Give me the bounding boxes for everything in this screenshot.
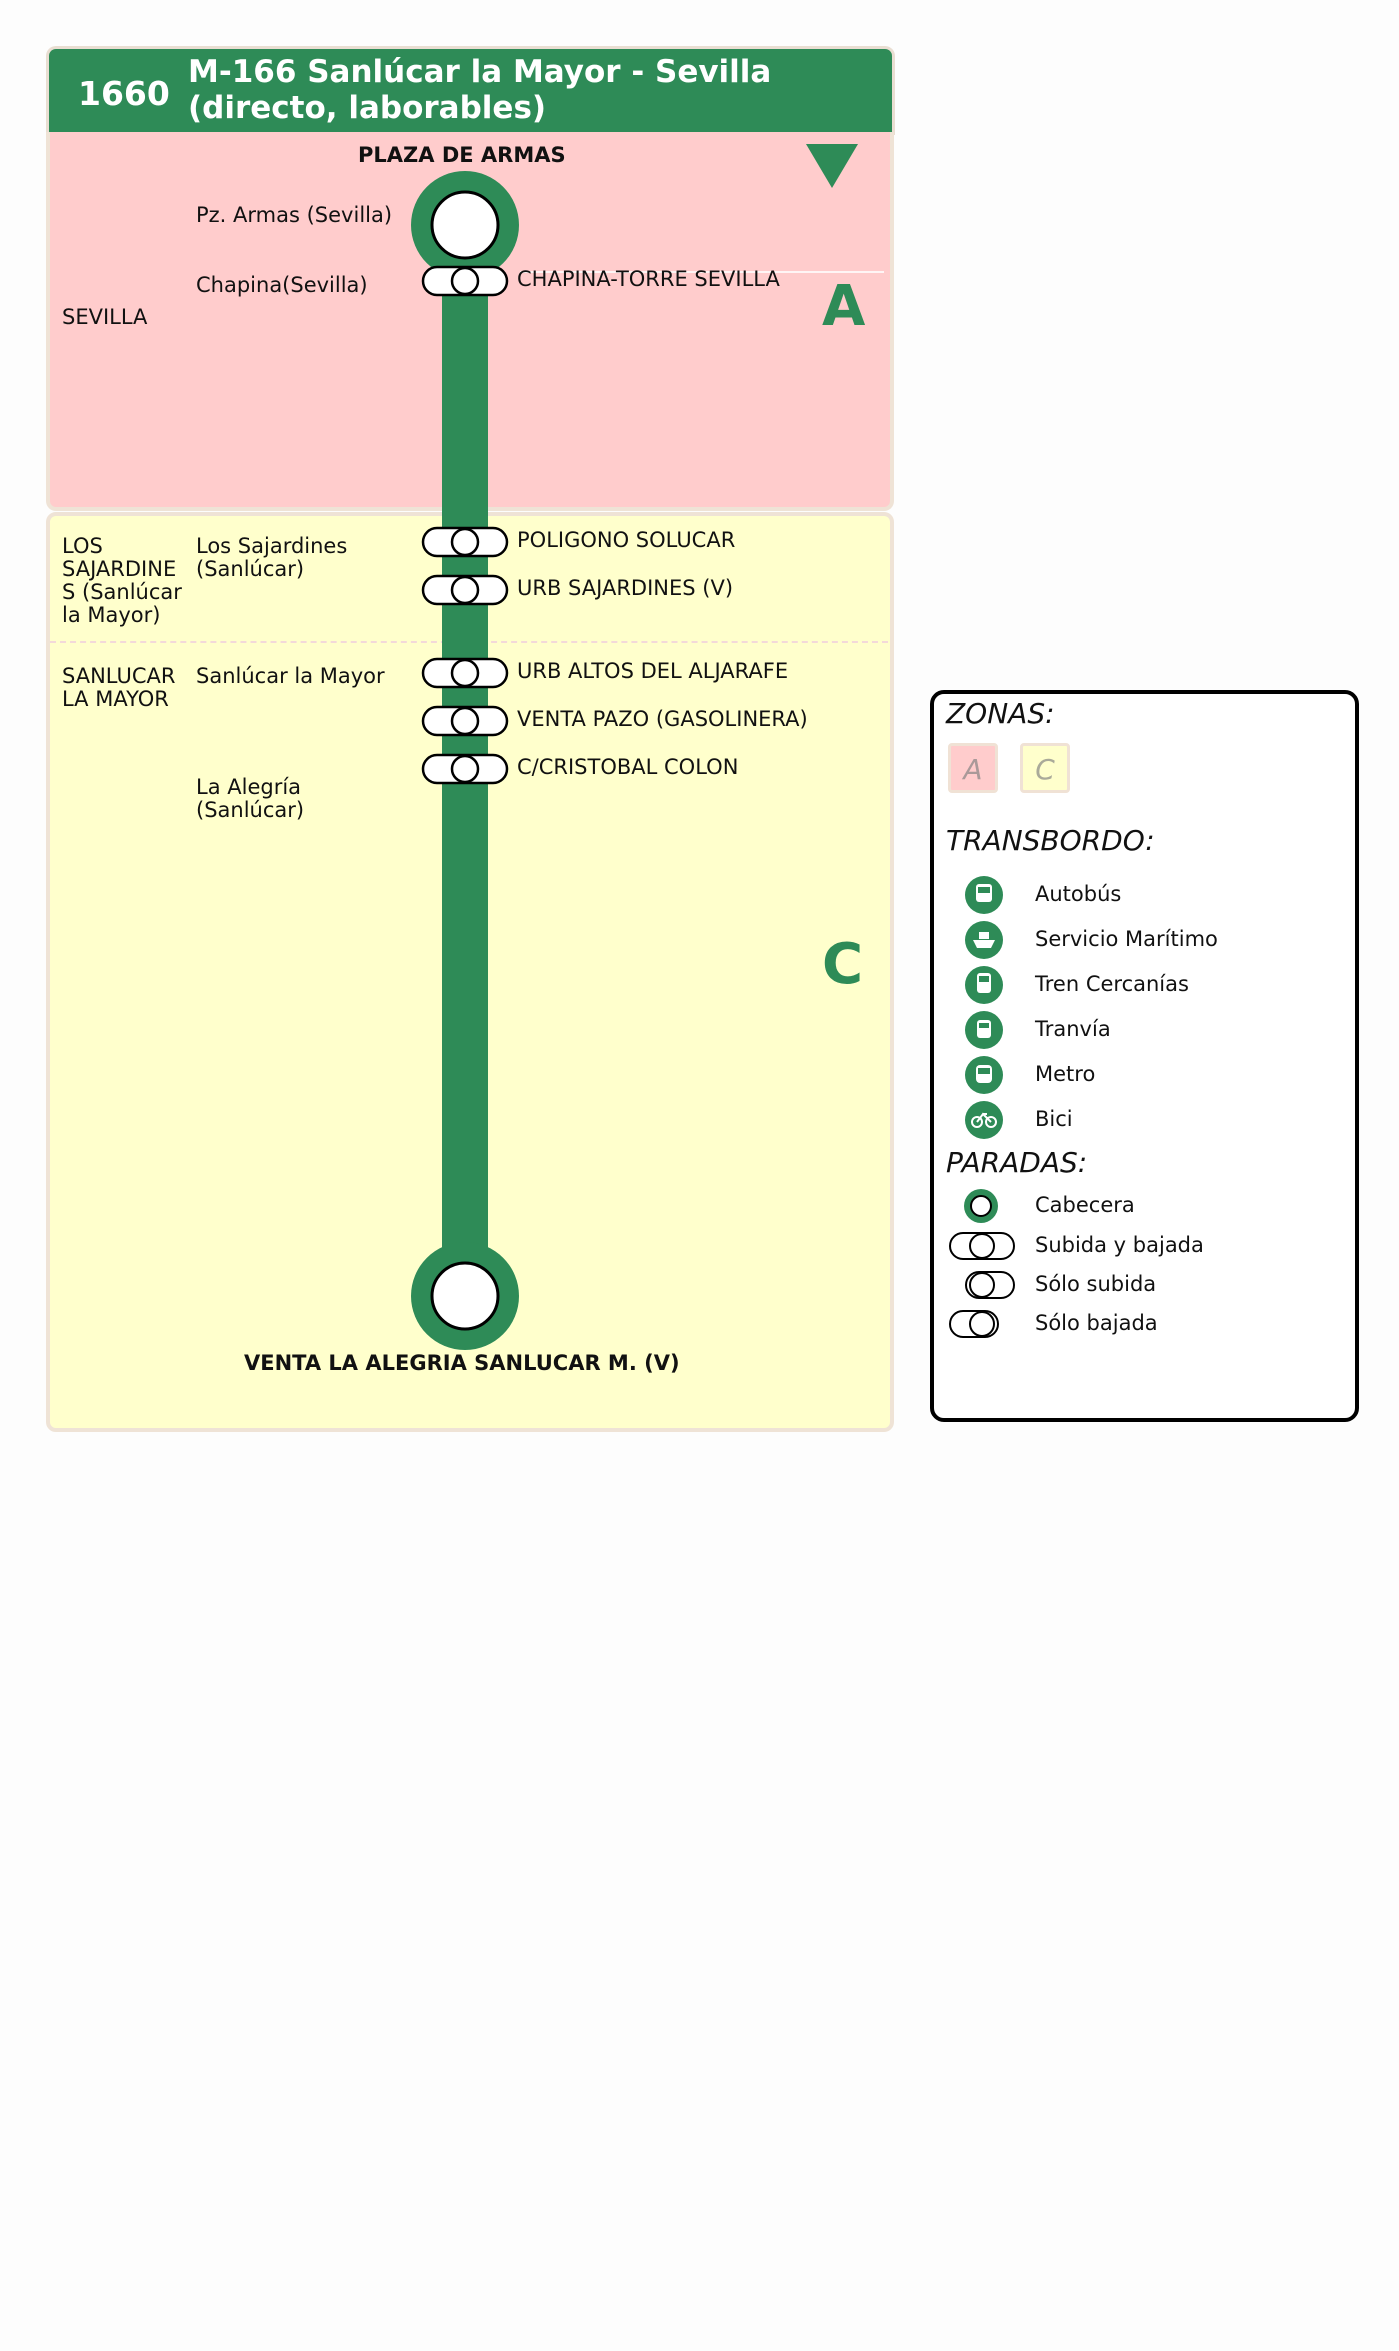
muni-line: la Mayor) [62,603,161,627]
legend-item-label: Tranvía [1035,1017,1111,1041]
muni-line: LOS [62,534,103,558]
muni-line: S (Sanlúcar [62,580,182,604]
legend-item-label: Tren Cercanías [1035,972,1189,996]
locality-los-sajardines: Los Sajardines (Sanlúcar) [196,535,347,581]
zone-a-separator [520,271,884,273]
locality-line: La Alegría [196,775,302,799]
locality-line: (Sanlúcar) [196,557,305,581]
stop-marker-icon [421,753,509,785]
bus-icon [964,875,1004,919]
stop-marker-icon [421,574,509,606]
legend-paradas-title: PARADAS: [946,1146,1088,1179]
down-triangle-icon [806,144,858,188]
muni-line: SAJARDINE [62,557,177,581]
stop-name: POLIGONO SOLUCAR [517,528,736,552]
municipality-sevilla: SEVILLA [62,305,148,329]
stop-name: C/CRISTOBAL COLON [517,755,739,779]
municipality-sanlucar: SANLUCAR LA MAYOR [62,665,175,711]
legend-item-label: Subida y bajada [1035,1233,1204,1257]
ferry-icon [964,920,1004,964]
legend-panel [930,690,1359,1422]
legend-item-label: Autobús [1035,882,1122,906]
legend-item-label: Sólo subida [1035,1272,1157,1296]
locality-pz-armas: Pz. Armas (Sevilla) [196,203,393,227]
legend-zonas-title: ZONAS: [946,697,1055,730]
legend-item-label: Servicio Marítimo [1035,927,1218,951]
legend-item-label: Sólo bajada [1035,1311,1158,1335]
route-number: 1660 [78,74,170,113]
stop-name: CHAPINA-TORRE SEVILLA [517,267,780,291]
stop-marker-icon [421,705,509,737]
legend-transbordo-title: TRANSBORDO: [946,824,1155,857]
boarding-only-icon [948,1265,1018,1309]
legend-zone-c: C [1020,743,1070,793]
locality-line: Los Sajardines [196,534,348,558]
legend-zone-a: A [948,743,998,793]
boarding-alighting-icon [948,1226,1018,1270]
destination-terminal-label: VENTA LA ALEGRIA SANLUCAR M. (V) [244,1351,680,1375]
legend-item-label: Cabecera [1035,1193,1135,1217]
route-title: M-166 Sanlúcar la Mayor - Sevilla (direc… [188,54,888,126]
origin-terminal-label: PLAZA DE ARMAS [358,143,566,167]
origin-terminal-icon [411,171,519,279]
locality-line: (Sanlúcar) [196,798,305,822]
route-header [46,46,895,135]
terminal-stop-icon [960,1186,1030,1230]
stop-marker-icon [421,265,509,297]
stop-name: URB ALTOS DEL ALJARAFE [517,659,789,683]
zone-c-letter: C [822,932,864,997]
route-line-diagram [411,171,519,1350]
destination-terminal-icon [411,1242,519,1350]
zone-a-letter: A [822,274,866,339]
stop-name: VENTA PAZO (GASOLINERA) [517,707,808,731]
locality-chapina: Chapina(Sevilla) [196,273,368,297]
stop-marker-icon [421,657,509,689]
stop-name: URB SAJARDINES (V) [517,576,734,600]
route-title-line1: M-166 Sanlúcar la Mayor - Sevilla [188,54,772,90]
stop-marker-icon [421,526,509,558]
locality-sanlucar: Sanlúcar la Mayor [196,664,385,688]
tram-icon [964,1010,1004,1054]
bike-icon [964,1100,1004,1144]
legend-item-label: Bici [1035,1107,1073,1131]
train-icon [964,965,1004,1009]
locality-la-alegria: La Alegría (Sanlúcar) [196,776,304,822]
municipality-los-sajardines: LOS SAJARDINE S (Sanlúcar la Mayor) [62,535,182,627]
route-title-line2: (directo, laborables) [188,90,547,126]
muni-line: SANLUCAR [62,664,176,688]
metro-icon [964,1055,1004,1099]
muni-line: LA MAYOR [62,687,169,711]
legend-item-label: Metro [1035,1062,1096,1086]
alighting-only-icon [948,1304,1018,1348]
